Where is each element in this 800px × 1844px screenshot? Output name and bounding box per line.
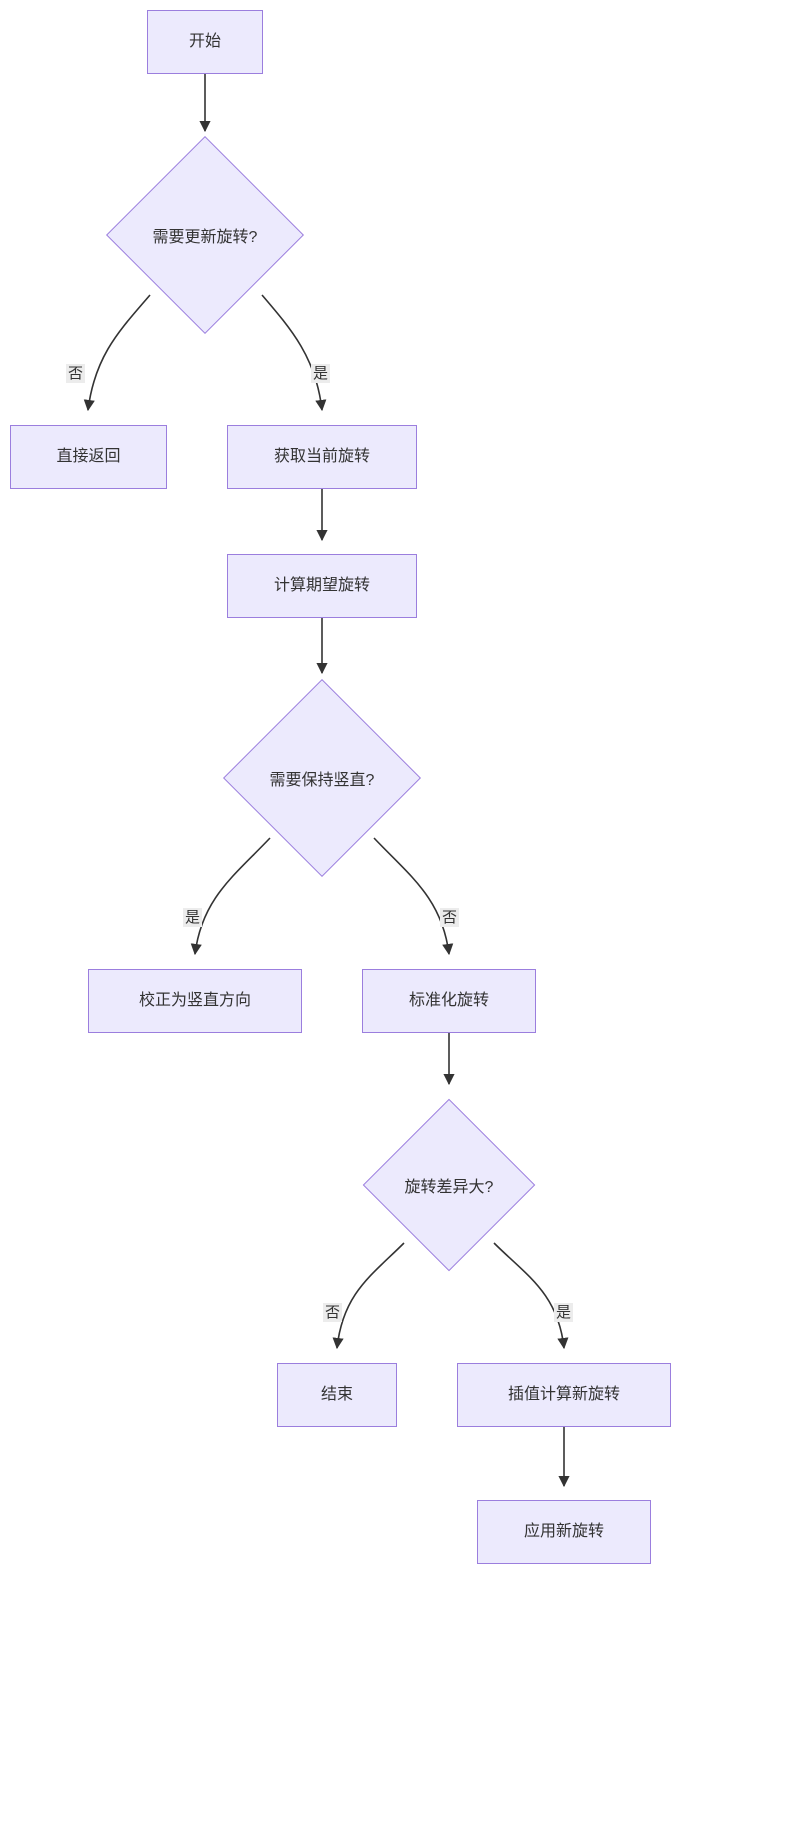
node-compute-desired-rotation[interactable]: 计算期望旋转 xyxy=(227,554,417,618)
node-label: 需要保持竖直? xyxy=(269,772,375,789)
edge-label-yes-1: 是 xyxy=(311,364,331,384)
edge-label-yes-2: 是 xyxy=(183,908,203,928)
node-direct-return[interactable]: 直接返回 xyxy=(10,425,167,489)
node-normalize-rotation[interactable]: 标准化旋转 xyxy=(362,969,536,1033)
node-label: 开始 xyxy=(188,33,221,50)
node-label: 获取当前旋转 xyxy=(273,448,370,465)
node-correct-to-upright[interactable]: 校正为竖直方向 xyxy=(88,969,302,1033)
node-label: 标准化旋转 xyxy=(408,992,489,1009)
node-label: 计算期望旋转 xyxy=(273,577,370,594)
edge-label-no-3: 否 xyxy=(323,1303,343,1323)
node-label: 结束 xyxy=(320,1386,353,1403)
edge-label-no-2: 否 xyxy=(440,908,460,928)
node-label: 应用新旋转 xyxy=(523,1523,604,1540)
node-label: 校正为竖直方向 xyxy=(138,992,251,1009)
edge-label-no-1: 否 xyxy=(66,364,86,384)
node-label: 插值计算新旋转 xyxy=(507,1386,620,1403)
node-label: 需要更新旋转? xyxy=(152,229,258,246)
node-apply-new-rotation[interactable]: 应用新旋转 xyxy=(477,1500,651,1564)
node-end[interactable]: 结束 xyxy=(277,1363,397,1427)
edge-label-yes-3: 是 xyxy=(554,1303,574,1323)
node-label: 直接返回 xyxy=(56,448,121,465)
node-keep-upright-decision[interactable]: 需要保持竖直? xyxy=(219,679,425,877)
node-label: 旋转差异大? xyxy=(404,1179,494,1196)
node-rotation-difference-large-decision[interactable]: 旋转差异大? xyxy=(361,1098,537,1272)
node-get-current-rotation[interactable]: 获取当前旋转 xyxy=(227,425,417,489)
node-interpolate-new-rotation[interactable]: 插值计算新旋转 xyxy=(457,1363,671,1427)
node-need-update-rotation-decision[interactable]: 需要更新旋转? xyxy=(102,136,308,334)
node-start[interactable]: 开始 xyxy=(147,10,263,74)
